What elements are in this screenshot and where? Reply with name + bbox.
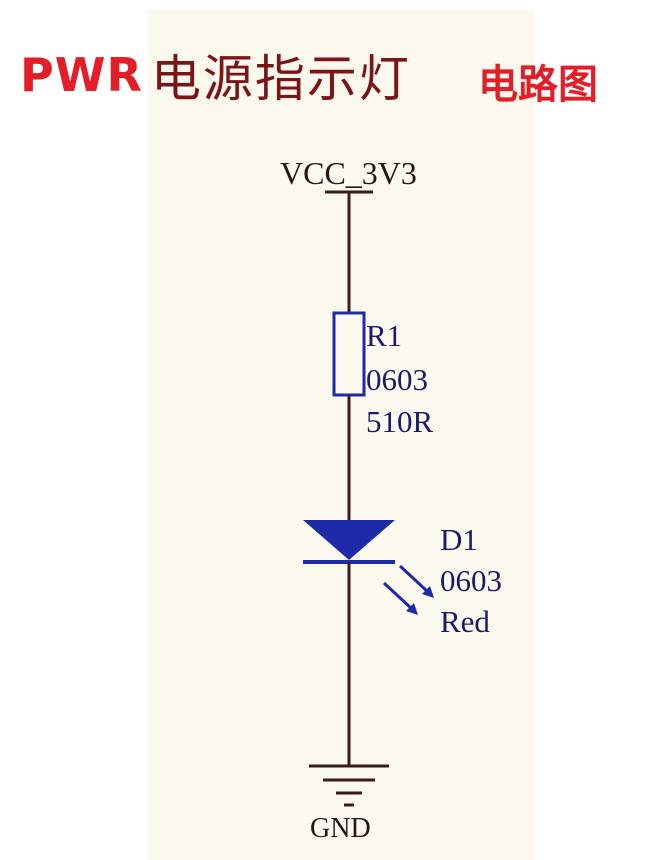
resistor-r1-symbol: [332, 311, 366, 397]
d1-designator: D1: [440, 522, 478, 557]
title-main: 电源指示灯: [150, 50, 411, 108]
title-suffix: 电路图: [478, 62, 598, 108]
d1-color: Red: [440, 604, 490, 639]
r1-package: 0603: [366, 362, 428, 397]
r1-designator: R1: [366, 318, 403, 353]
title-prefix: PWR: [20, 48, 143, 102]
r1-value: 510R: [366, 404, 434, 439]
led-emission-arrows-icon: [382, 564, 434, 615]
ground-symbol-icon: [309, 764, 389, 807]
schematic-background: [148, 10, 534, 860]
d1-package: 0603: [440, 563, 502, 598]
vcc-net-label: VCC_3V3: [280, 155, 417, 191]
gnd-net-label: GND: [310, 813, 371, 844]
title-block: PWR 电源指示灯: [20, 40, 411, 110]
diode-d1-triangle: [303, 520, 395, 560]
